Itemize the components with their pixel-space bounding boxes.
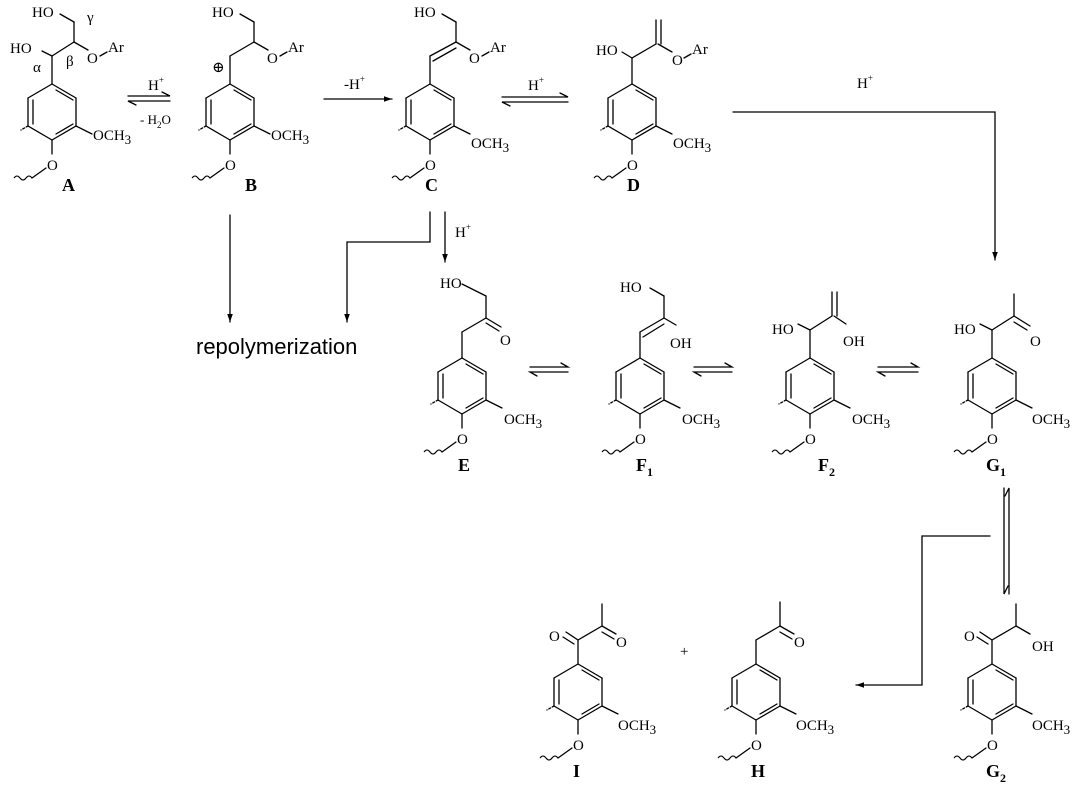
aryl-label: Ar [288,40,304,56]
compound-D: HO O Ar OCH3 O D [593,19,711,195]
phenol-oxygen-label: O [225,158,236,174]
phenol-oxygen-label: O [751,738,762,754]
compound-label-G1: G1 [986,455,1006,479]
equilibrium-arrow-F2-G1 [875,362,921,377]
ether-oxygen-label: O [267,51,278,67]
hydroxyl-label: HO [772,322,794,338]
compound-C: HO O Ar OCH3 O C [391,5,509,195]
hydroxyl-label: HO [212,5,234,21]
compound-G1: HO O OCH3 O G1 [953,293,1070,479]
enol-hydroxyl-label: OH [670,336,692,352]
compound-I: O O OCH3 O I [539,603,656,781]
condition-label: - H2O [140,112,171,130]
equilibrium-arrow-G1-G2 [1003,487,1010,595]
phenol-oxygen-label: O [987,432,998,448]
gamma-label: γ [86,10,94,26]
methoxy-label: OCH3 [271,128,309,147]
beta-label: β [66,54,74,70]
ether-oxygen-label: O [87,51,98,67]
compound-label-F2: F2 [818,455,835,479]
methoxy-label: OCH3 [796,718,834,737]
methoxy-label: OCH3 [504,412,542,431]
methoxy-label: OCH3 [471,136,509,155]
compound-B: HO O Ar ⊕ OCH3 O B [191,5,309,195]
carbocation-charge: ⊕ [212,60,225,76]
compound-G2: O OH OCH3 O G2 [953,603,1070,785]
enol-hydroxyl-label: OH [843,334,865,350]
equilibrium-arrow-A-B: H+ - H2O [127,75,171,130]
phenol-oxygen-label: O [635,432,646,448]
plus-sign: + [680,644,688,660]
carbonyl-oxygen-label: O [964,629,975,645]
aryl-label: Ar [108,40,124,56]
condition-label: H+ [455,222,471,241]
compound-label-D: D [627,175,640,195]
carbonyl-oxygen-label: O [794,635,805,651]
carbonyl-oxygen-label: O [1030,334,1041,350]
equilibrium-arrow-C-D: H+ [501,75,569,107]
hydroxyl-label: HO [440,276,462,292]
aryl-label: Ar [692,42,708,58]
arrow-C-E: H+ [442,211,471,263]
compound-label-B: B [245,175,257,195]
phenol-oxygen-label: O [425,158,436,174]
equilibrium-arrow-F1-F2 [691,362,735,377]
compound-A: HO HO O Ar γ α β OCH3 O A [10,5,131,195]
hydroxyl-label: HO [414,5,436,21]
ether-oxygen-label: O [672,53,683,69]
hydroxyl-label: HO [620,280,642,296]
compound-label-I: I [573,761,580,781]
repolymerization-label: repolymerization [196,334,357,359]
methoxy-label: OCH3 [682,412,720,431]
arrow-to-I-H [855,535,991,688]
condition-label: -H+ [344,74,365,93]
phenol-oxygen-label: O [457,432,468,448]
compound-F2: HO OH OCH3 O F2 [771,291,890,479]
methoxy-label: OCH3 [1032,718,1070,737]
compound-label-A: A [62,175,75,195]
methoxy-label: OCH3 [673,136,711,155]
arrow-B-C: -H+ [323,74,393,102]
compound-label-E: E [458,455,470,475]
compound-label-G2: G2 [986,761,1006,785]
methoxy-label: OCH3 [1032,412,1070,431]
compound-H: O OCH3 O H [717,601,834,781]
hydroxyl-alpha-label: HO [10,41,32,57]
arrow-C-repolymerization [344,211,431,323]
compound-label-C: C [425,175,438,195]
condition-label: H+ [528,75,544,94]
phenol-oxygen-label: O [47,158,58,174]
compound-E: HO O OCH3 O E [423,276,542,475]
compound-F1: HO OH OCH3 O F1 [601,280,720,479]
hydroxyl-gamma-label: HO [32,5,54,21]
methoxy-label: OCH3 [93,128,131,147]
hydroxyl-label: HO [596,43,618,59]
condition-label: H+ [148,75,164,94]
arrow-D-G1: H+ [732,73,998,261]
alpha-label: α [33,60,41,76]
hydroxyl-label: OH [1032,639,1054,655]
condition-label: H+ [857,73,873,92]
compound-label-F1: F1 [636,455,653,479]
equilibrium-arrow-E-F1 [527,362,571,377]
phenol-oxygen-label: O [573,738,584,754]
phenol-oxygen-label: O [987,738,998,754]
methoxy-label: OCH3 [852,412,890,431]
compound-label-H: H [751,761,765,781]
carbonyl-oxygen-label-2: O [616,635,627,651]
phenol-oxygen-label: O [627,158,638,174]
hydroxyl-label: HO [954,322,976,338]
aryl-label: Ar [490,40,506,56]
methoxy-label: OCH3 [618,718,656,737]
ether-oxygen-label: O [469,51,480,67]
carbonyl-oxygen-label-1: O [549,629,560,645]
phenol-oxygen-label: O [805,432,816,448]
carbonyl-oxygen-label: O [500,333,511,349]
